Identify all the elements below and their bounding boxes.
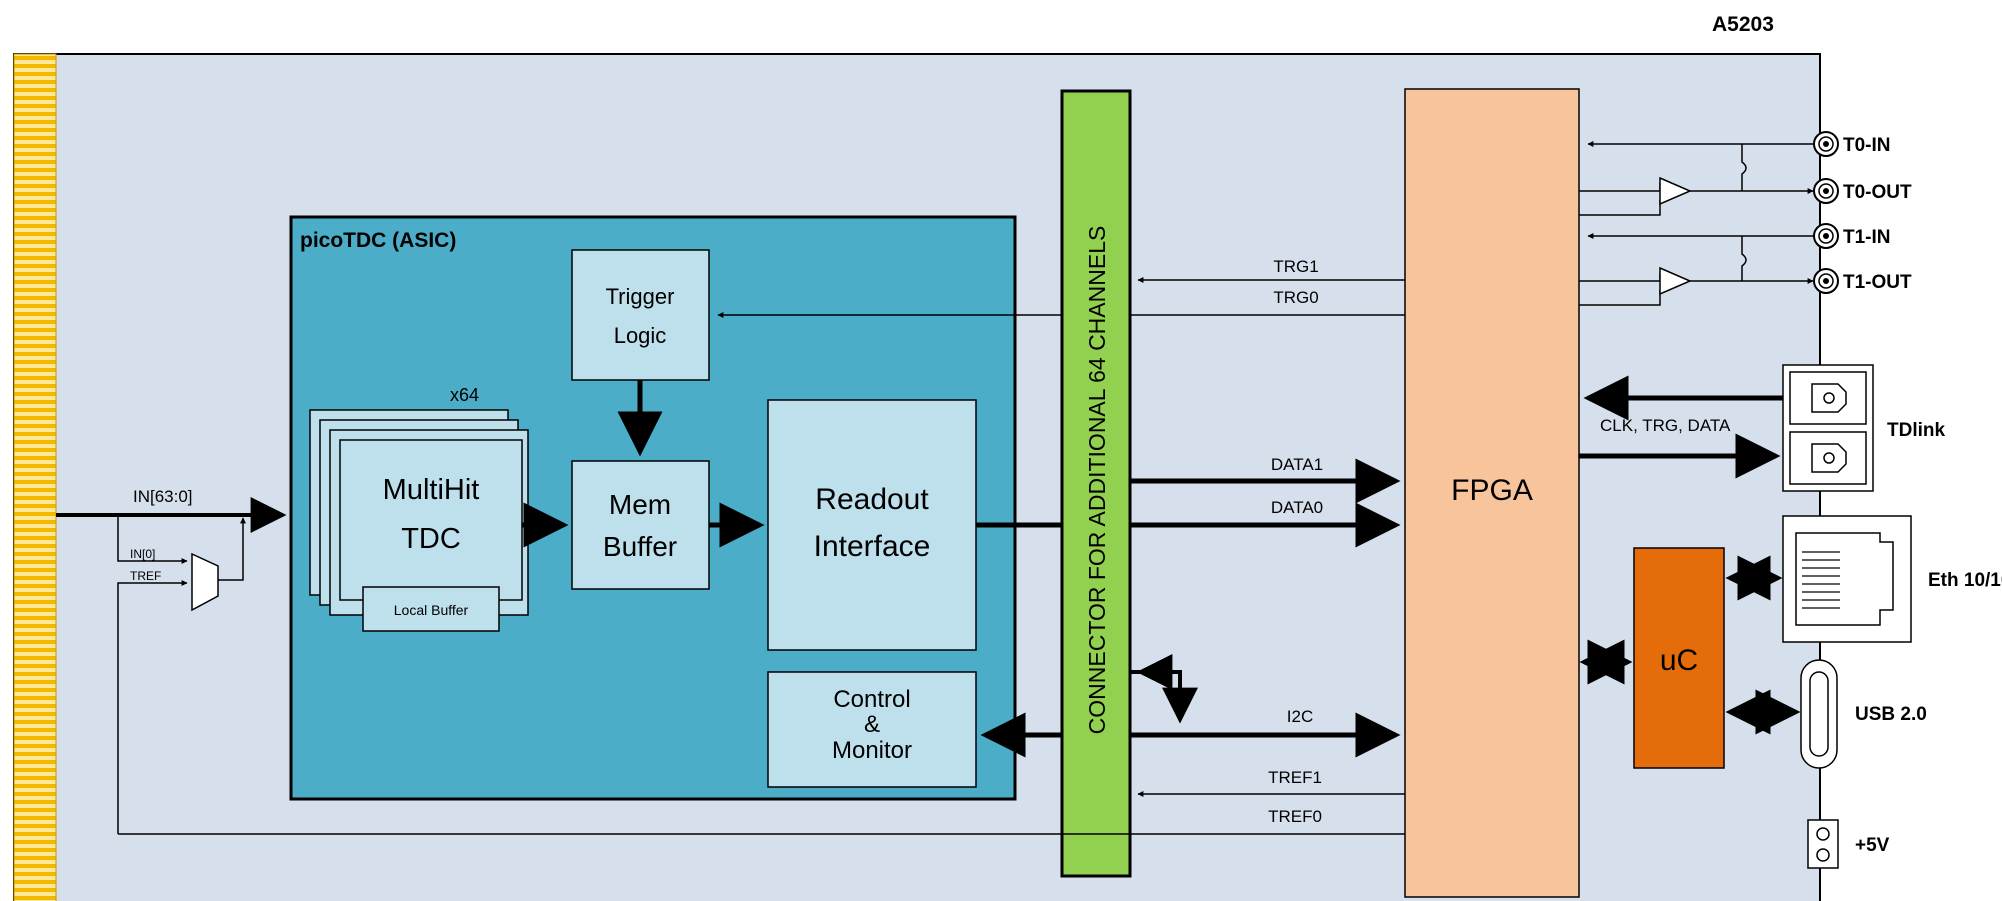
- power-label: +5V: [1855, 835, 1890, 856]
- usb-icon: [1809, 671, 1829, 757]
- usb-port[interactable]: [1800, 659, 1838, 769]
- edge-connector: [13, 53, 57, 901]
- tref-label: TREF: [130, 569, 161, 583]
- tref0-label: TREF0: [1268, 807, 1322, 826]
- control-monitor-block: Control & Monitor: [767, 671, 977, 788]
- multihit-tdc-block: [339, 439, 523, 601]
- uc-links: [1579, 555, 1801, 735]
- in-bus-label: IN[63:0]: [133, 487, 193, 506]
- uc-label: uC: [1660, 644, 1698, 677]
- trigger-logic-label-1: Trigger: [606, 284, 675, 309]
- data0-label: DATA0: [1271, 498, 1323, 517]
- tref1-label: TREF1: [1268, 768, 1322, 787]
- t1-out-connector[interactable]: [1813, 268, 1839, 294]
- trigger-logic-block: Trigger Logic: [571, 249, 710, 381]
- board-model: A5203: [1712, 13, 1774, 36]
- fpga-label: FPGA: [1451, 474, 1533, 507]
- monitor-label: Monitor: [832, 737, 912, 764]
- data1-label: DATA1: [1271, 455, 1323, 474]
- usb-label: USB 2.0: [1855, 704, 1927, 725]
- local-buffer-block: [362, 586, 500, 632]
- tdlink-bottom-socket: [1789, 431, 1867, 485]
- tdc-label: TDC: [401, 523, 461, 555]
- trg0-label: TRG0: [1273, 288, 1318, 307]
- trg1-label: TRG1: [1273, 257, 1318, 276]
- power-connector[interactable]: [1807, 819, 1839, 869]
- t0-in-label: T0-IN: [1843, 135, 1891, 156]
- t1-in-connector[interactable]: [1813, 223, 1839, 249]
- interface-label: Interface: [814, 530, 931, 563]
- input-wiring: IN[63:0] IN[0] TREF: [56, 487, 1405, 835]
- asic-dataflow: [522, 312, 1062, 758]
- t0-out-connector[interactable]: [1813, 178, 1839, 204]
- ampersand-label: &: [864, 711, 880, 738]
- fpga-block: FPGA: [1404, 88, 1580, 898]
- t0-in-connector[interactable]: [1813, 131, 1839, 157]
- t1-out-label: T1-OUT: [1843, 272, 1912, 293]
- t0-out-label: T0-OUT: [1843, 182, 1912, 203]
- multihit-label: MultiHit: [383, 474, 480, 506]
- buffer-label: Buffer: [603, 531, 677, 562]
- multihit-tdc-stack: x64 MultiHit TDC Local Buffer: [309, 385, 529, 632]
- t1-buffer: [1659, 266, 1692, 296]
- ethernet-port[interactable]: [1782, 515, 1912, 643]
- readout-interface-block: Readout Interface: [767, 399, 977, 651]
- expansion-connector: CONNECTOR FOR ADDITIONAL 64 CHANNELS: [1060, 89, 1132, 878]
- connector-label: CONNECTOR FOR ADDITIONAL 64 CHANNELS: [1084, 226, 1110, 735]
- mem-label: Mem: [609, 489, 671, 520]
- tdlink-port[interactable]: CLK, TRG, DATA: [1579, 364, 1874, 492]
- control-label: Control: [833, 686, 910, 713]
- tdlink-label: TDlink: [1887, 420, 1945, 441]
- readout-label: Readout: [815, 483, 929, 516]
- trigger-logic-label-2: Logic: [614, 323, 667, 348]
- input-mux: [191, 552, 219, 612]
- i2c-label: I2C: [1287, 707, 1313, 726]
- tdlink-signals-label: CLK, TRG, DATA: [1600, 416, 1731, 435]
- eth-label: Eth 10/100: [1928, 570, 2002, 591]
- mem-buffer-block: Mem Buffer: [571, 460, 710, 590]
- t1-in-label: T1-IN: [1843, 227, 1891, 248]
- t0-buffer: [1659, 176, 1692, 206]
- multiplicity-label: x64: [450, 385, 479, 405]
- in0-label: IN[0]: [130, 547, 155, 561]
- uc-block: uC: [1633, 547, 1725, 769]
- local-buffer-label: Local Buffer: [394, 602, 469, 618]
- asic-title: picoTDC (ASIC): [300, 229, 456, 252]
- timing-io: T0-IN T0-OUT T1-IN T1-OUT: [1579, 131, 1912, 306]
- rj45-icon: [1795, 532, 1894, 626]
- fpga-signals: TRG1 TRG0 DATA1 DATA0 I2C TREF1 TREF0: [1130, 257, 1405, 826]
- tdlink-top-socket: [1789, 371, 1867, 425]
